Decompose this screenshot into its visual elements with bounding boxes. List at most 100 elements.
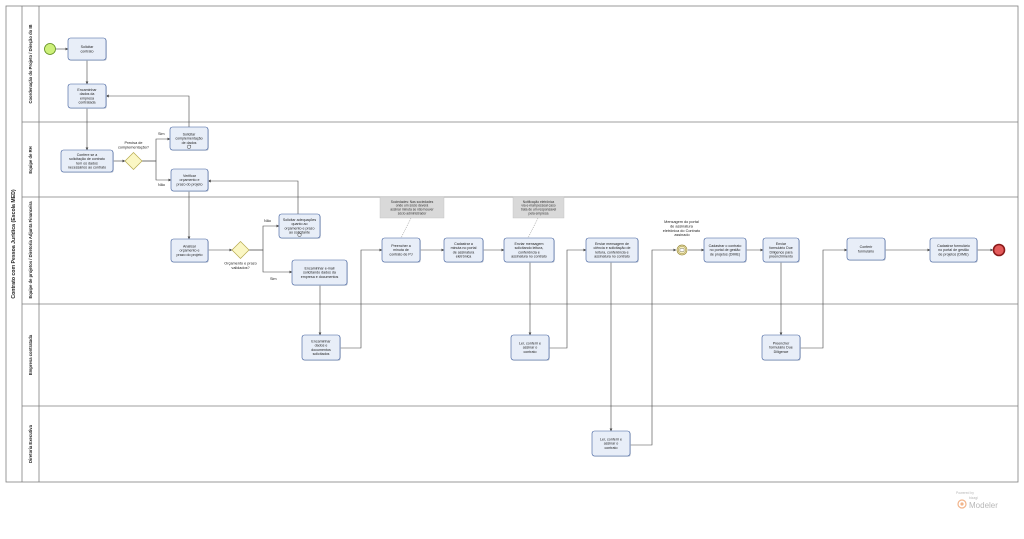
task-label-line: ciência e solicitação de	[594, 246, 631, 250]
note-associations	[400, 217, 539, 239]
gateway-question-line: complementação?	[118, 146, 149, 150]
task-label-line: minuta no portal	[451, 246, 477, 250]
brand-powered-by: Powered by	[956, 491, 974, 495]
task-label-line: Enviar mensagem	[515, 242, 544, 246]
start-event[interactable]	[44, 43, 56, 55]
task-label-line: Enviar mensagem de	[595, 242, 629, 246]
task-label-line: leitura, conferência e	[595, 250, 628, 254]
task-label-line: Enviar	[776, 242, 787, 246]
lane-label-coordenacao: Coordenação do Projeto / Direção do IB	[28, 24, 33, 103]
task-label-line: Solicitar adequações	[283, 218, 317, 222]
task-label-line: Ler, conferir e	[519, 342, 541, 346]
task-label-line: dados da	[80, 92, 95, 96]
modeler-logo: Powered by bizagi Modeler	[956, 491, 998, 510]
task-label-line: eletrônica	[456, 255, 472, 259]
task-label-line: de assinatura	[453, 250, 475, 254]
gateway-1-no-label: Não	[158, 183, 165, 187]
task-label-line: orçamento e	[180, 178, 200, 182]
task-label-line: assinatura no contrato	[594, 255, 630, 259]
task-label-line: Preencher a	[391, 244, 411, 248]
task-label-line: orçamento e	[180, 249, 200, 253]
task-label-line: formulário	[858, 249, 874, 253]
gateway-2-yes-label: Sim	[270, 277, 277, 281]
task-label-line: Diligence para	[770, 250, 793, 254]
task-label-line: no portal de gestão	[938, 248, 969, 252]
annotation-text-line: Sociedades: Nas sociedades	[391, 200, 434, 204]
annotation-text-line: pela empresa	[529, 211, 549, 215]
task-label-line: no portal de gestão	[710, 248, 741, 252]
annotation-text-line: sócio administrador	[398, 211, 427, 215]
brand-vendor: bizagi	[969, 496, 978, 500]
gateway-1-yes-label: Sim	[158, 132, 165, 136]
task-label-line: Solicitar	[183, 133, 197, 137]
task-label-line: complementação	[175, 137, 202, 141]
end-event[interactable]	[992, 243, 1006, 257]
task-label-line: solicitados	[313, 352, 330, 356]
task-label-line: solicitando dados da	[303, 271, 336, 275]
task-label-line: assinar o	[604, 442, 619, 446]
task-label-line: prazo do projeto	[177, 182, 203, 186]
task-label-line: Conferir	[860, 245, 874, 249]
task-label-line: conferência e	[518, 250, 540, 254]
task-label-line: Solicitar	[81, 45, 95, 49]
task-label-line: assinar o	[523, 346, 538, 350]
task-label-line: assinatura no contrato	[511, 255, 547, 259]
task-label-line: ao solicitante	[289, 231, 310, 235]
message-event[interactable]	[676, 244, 688, 256]
task-label-line: contrato	[605, 446, 618, 450]
message-event-label: Mensagem do portal de assinatura eletrôn…	[663, 220, 701, 237]
task-label-line: solicitando leitura,	[515, 246, 544, 250]
task-label-line: formulário Due	[769, 246, 793, 250]
task-label-line: de dados	[182, 141, 197, 145]
annotation-text-line: Notificação eletrônica	[523, 200, 555, 204]
task-label-line: Cadastrar o contrato	[709, 244, 742, 248]
task-label-line: contrato	[81, 49, 94, 53]
task-label-line: Verificar	[183, 174, 197, 178]
loop-marker-icon	[297, 232, 302, 237]
gateway-question-line: Precisa de	[125, 141, 143, 145]
task-label-line: contratada	[79, 101, 96, 105]
task-label-line: documentos	[311, 348, 331, 352]
